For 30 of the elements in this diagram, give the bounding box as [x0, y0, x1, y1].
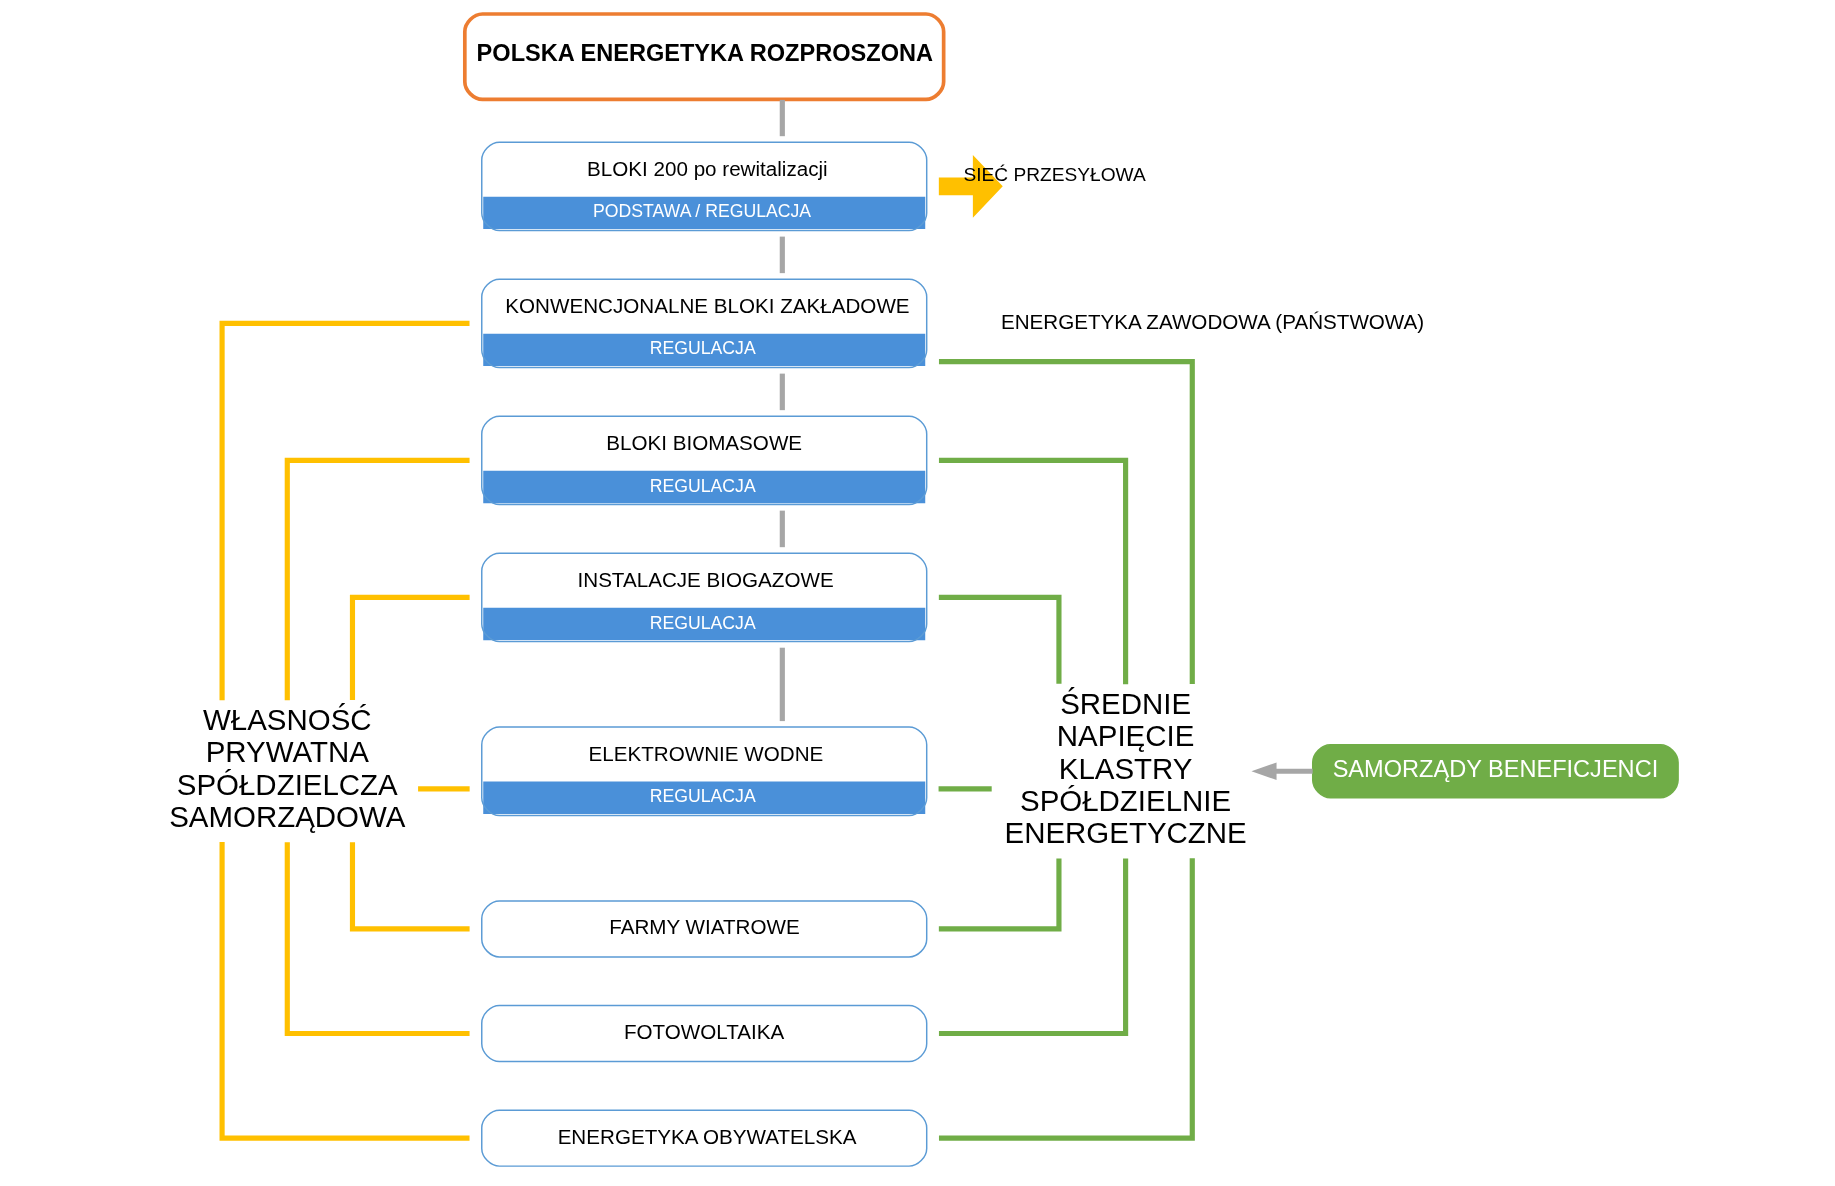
connector [779, 647, 785, 722]
connector [219, 320, 470, 701]
connector [219, 842, 470, 1141]
connector [779, 99, 785, 137]
node-text: ŚREDNIE NAPIĘCIE KLASTRY SPÓŁDZIELNIE ENERGETYCZNE [1004, 686, 1247, 850]
connector [938, 858, 1062, 932]
connector [779, 236, 785, 274]
connector [779, 373, 785, 411]
connector [938, 457, 1129, 685]
connector [418, 786, 470, 792]
node-box: POLSKA ENERGETYKA ROZPROSZONA [463, 12, 946, 102]
connector [938, 858, 1195, 1141]
connector [284, 457, 470, 701]
connector [938, 594, 1062, 684]
node-box: FARMY WIATROWE [481, 900, 928, 958]
connector [779, 510, 785, 548]
connector [938, 786, 992, 792]
connector [284, 842, 470, 1037]
connector [349, 594, 470, 701]
connector [938, 858, 1129, 1037]
node-text: WŁASNOŚĆ PRYWATNA SPÓŁDZIELCZA SAMORZĄDOWA [169, 703, 406, 834]
label: ENERGETYKA ZAWODOWA (PAŃSTWOWA) [1000, 309, 1425, 333]
node-box: ENERGETYKA OBYWATELSKA [481, 1109, 928, 1167]
edge-label: SIEĆ PRZESYŁOWA [963, 164, 1146, 186]
node-box: FOTOWOLTAIKA [481, 1004, 928, 1063]
connector [349, 842, 470, 932]
arrow [938, 155, 1003, 218]
node-box: SAMORZĄDY BENEFICJENCI [1312, 744, 1679, 799]
connector [938, 359, 1195, 684]
arrow [1251, 762, 1313, 781]
